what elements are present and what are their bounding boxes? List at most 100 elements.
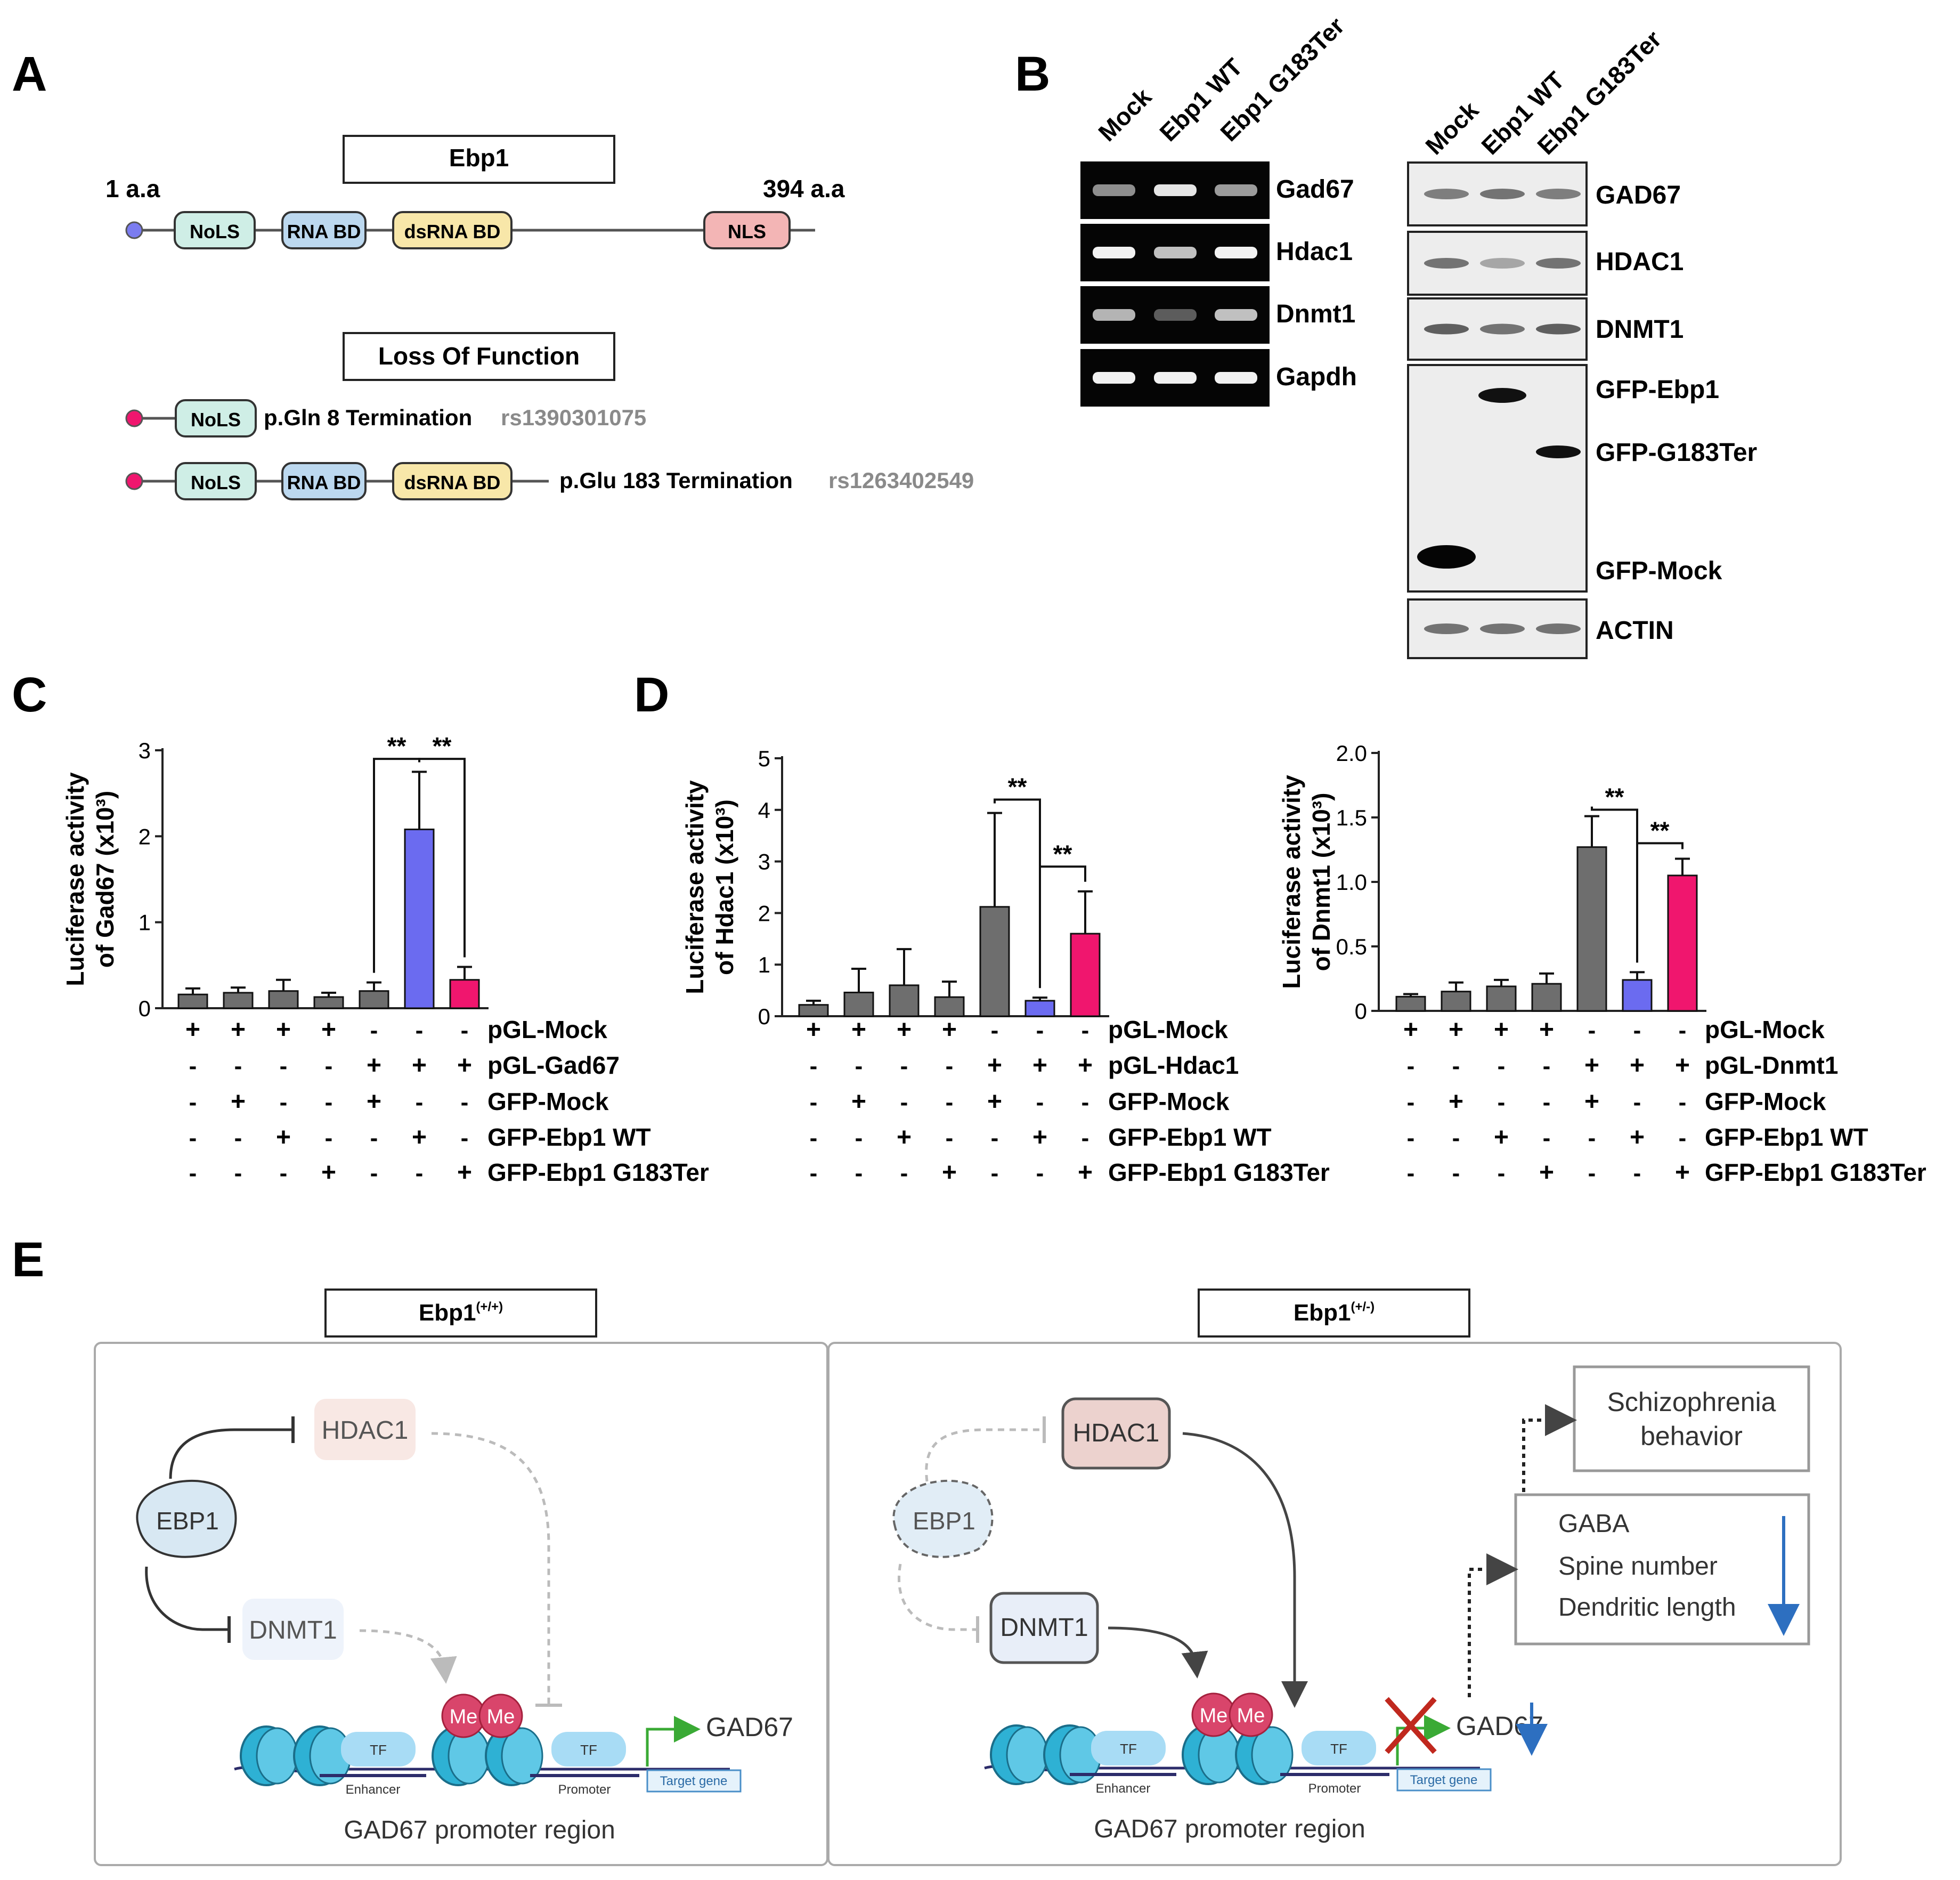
y-axis-label: Luciferase activityof Gad67 (x10³) xyxy=(61,772,119,986)
dnmt1-box-faded xyxy=(242,1599,344,1660)
condition-label: pGL-Mock xyxy=(1108,1016,1228,1043)
condition-label: GFP-Ebp1 WT xyxy=(487,1123,651,1151)
blot-row-label: GFP-Mock xyxy=(1596,557,1722,585)
dendritic-label: Dendritic length xyxy=(1558,1593,1736,1622)
condition-label: GFP-Ebp1 G183Ter xyxy=(487,1158,709,1186)
bar xyxy=(934,996,965,1017)
condition-symbol: - xyxy=(1588,1125,1596,1151)
ebp1-title-box xyxy=(343,135,615,184)
left-genotype-title-box xyxy=(324,1289,597,1338)
condition-symbol: - xyxy=(1498,1160,1506,1186)
condition-label: GFP-Ebp1 WT xyxy=(1705,1123,1868,1151)
condition-symbol: + xyxy=(276,1123,291,1152)
y-tick-label: 3 xyxy=(139,738,151,763)
condition-symbol: + xyxy=(897,1123,912,1152)
methyl-label: Me xyxy=(1200,1705,1228,1727)
methyl-label: Me xyxy=(450,1706,478,1728)
condition-symbol: + xyxy=(321,1158,336,1187)
condition-symbol: - xyxy=(325,1053,333,1079)
significance-label: ** xyxy=(1650,816,1670,844)
tf-promoter xyxy=(1302,1731,1376,1765)
variant1-label: p.Gln 8 Termination xyxy=(264,405,472,430)
condition-symbol: - xyxy=(1081,1125,1089,1151)
nols-domain xyxy=(174,211,256,249)
condition-symbol: - xyxy=(370,1160,378,1186)
methyl-label: Me xyxy=(1237,1705,1265,1727)
end-label: 394 a.a xyxy=(763,175,845,202)
tss-arrow xyxy=(1396,1715,1451,1765)
gel-band xyxy=(1215,184,1257,196)
enhancer-label: Enhancer xyxy=(1096,1781,1151,1796)
condition-symbol: + xyxy=(897,1016,912,1044)
condition-symbol: + xyxy=(457,1051,472,1080)
y-tick-label: 1 xyxy=(758,952,770,977)
blot-band xyxy=(1536,189,1581,199)
hdac1-faded-path xyxy=(431,1432,550,1705)
condition-symbol: + xyxy=(806,1016,821,1044)
condition-symbol: - xyxy=(1588,1017,1596,1043)
dnmt1-label: DNMT1 xyxy=(1000,1614,1088,1642)
y-tick-label: 4 xyxy=(758,798,770,823)
condition-symbol: - xyxy=(416,1089,424,1115)
dsrnabd-domain xyxy=(392,211,513,249)
blot-row-label: GFP-Ebp1 xyxy=(1596,376,1719,404)
condition-symbol: - xyxy=(1081,1089,1089,1115)
bar xyxy=(1024,1000,1055,1017)
wt-n-term-dot xyxy=(125,221,143,239)
gad67-label: GAD67 xyxy=(706,1712,793,1742)
start-label: 1 a.a xyxy=(105,175,160,202)
condition-symbol: - xyxy=(1679,1017,1687,1043)
tf-enhancer xyxy=(341,1732,416,1766)
rnabd-domain xyxy=(281,211,367,249)
condition-symbol: + xyxy=(1630,1051,1645,1080)
bar xyxy=(313,996,344,1009)
condition-symbol: - xyxy=(234,1053,242,1079)
condition-symbol: - xyxy=(461,1089,469,1115)
variant2-dsrnabd-label: dsRNA BD xyxy=(404,472,501,493)
condition-symbol: - xyxy=(1679,1125,1687,1151)
condition-symbol: - xyxy=(991,1017,999,1043)
condition-label: GFP-Ebp1 G183Ter xyxy=(1108,1158,1330,1186)
bar xyxy=(1531,983,1562,1012)
bar xyxy=(404,828,435,1009)
condition-symbol: - xyxy=(1633,1160,1641,1186)
condition-symbol: - xyxy=(461,1017,469,1043)
blot-row-label: HDAC1 xyxy=(1596,248,1684,276)
blot-band-gfp-g183ter xyxy=(1536,445,1581,458)
dotted-connector xyxy=(1522,1404,1577,1492)
bar xyxy=(1667,874,1698,1012)
variant1-dot xyxy=(125,409,143,427)
lof-title: Loss Of Function xyxy=(378,342,580,370)
condition-symbol: - xyxy=(189,1125,197,1151)
condition-symbol: + xyxy=(1449,1088,1463,1116)
tf-label: TF xyxy=(370,1742,387,1758)
bar xyxy=(1622,979,1653,1012)
significance-label: ** xyxy=(433,732,452,760)
y-tick-label: 5 xyxy=(758,746,770,771)
gel-band xyxy=(1215,372,1257,384)
condition-symbol: - xyxy=(1407,1089,1415,1115)
promoter-region-label: GAD67 promoter region xyxy=(344,1816,615,1844)
condition-symbol: - xyxy=(1036,1017,1044,1043)
gel-band xyxy=(1215,309,1257,321)
blot-row-label: DNMT1 xyxy=(1596,315,1684,344)
condition-symbol: + xyxy=(1449,1016,1463,1044)
right-genotype-title-box xyxy=(1198,1289,1470,1338)
condition-symbol: - xyxy=(900,1053,908,1079)
condition-symbol: - xyxy=(370,1125,378,1151)
y-axis-label: Luciferase activityof Dnmt1 (x10³) xyxy=(1278,775,1335,989)
condition-symbol: - xyxy=(855,1160,863,1186)
significance-label: ** xyxy=(1008,773,1027,800)
variant2-rnabd-domain xyxy=(281,462,367,500)
variant2-rnabd-label: RNA BD xyxy=(287,472,361,493)
condition-symbol: - xyxy=(280,1089,288,1115)
condition-symbol: + xyxy=(367,1051,381,1080)
condition-symbol: + xyxy=(851,1088,866,1116)
condition-symbol: - xyxy=(1407,1125,1415,1151)
condition-symbol: - xyxy=(325,1089,333,1115)
inhibit-dnmt1 xyxy=(145,1566,229,1631)
condition-symbol: + xyxy=(457,1158,472,1187)
condition-symbol: - xyxy=(1543,1053,1551,1079)
variant2-nols-label: NoLS xyxy=(191,472,241,493)
